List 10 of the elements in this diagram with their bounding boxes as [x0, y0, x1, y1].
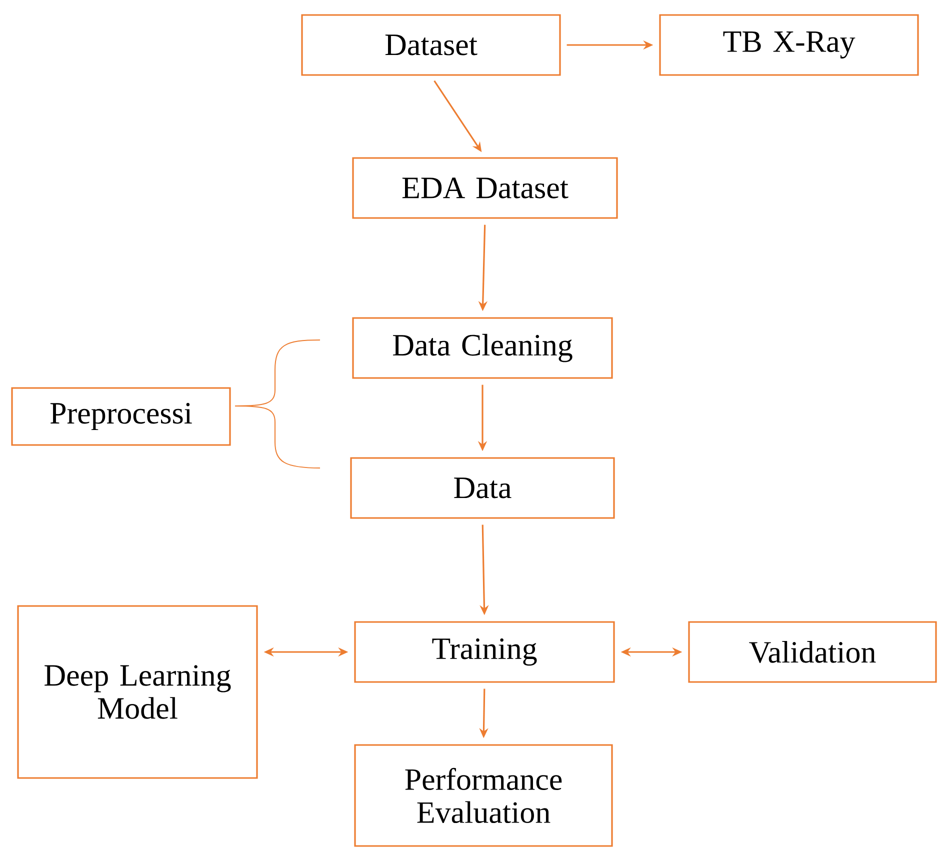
process-box: EDA Dataset [352, 157, 618, 219]
process-box: Training [354, 621, 615, 683]
process-box: Deep Learning Model [17, 605, 258, 779]
process-box: Preprocessi [11, 387, 231, 446]
process-box: Data Cleaning [352, 317, 613, 379]
process-box: Validation [688, 621, 937, 683]
process-box: Data [350, 457, 615, 519]
process-box: Performance Evaluation [354, 744, 613, 847]
process-box: Dataset [301, 14, 561, 76]
process-box: TB X-Ray [659, 14, 919, 76]
